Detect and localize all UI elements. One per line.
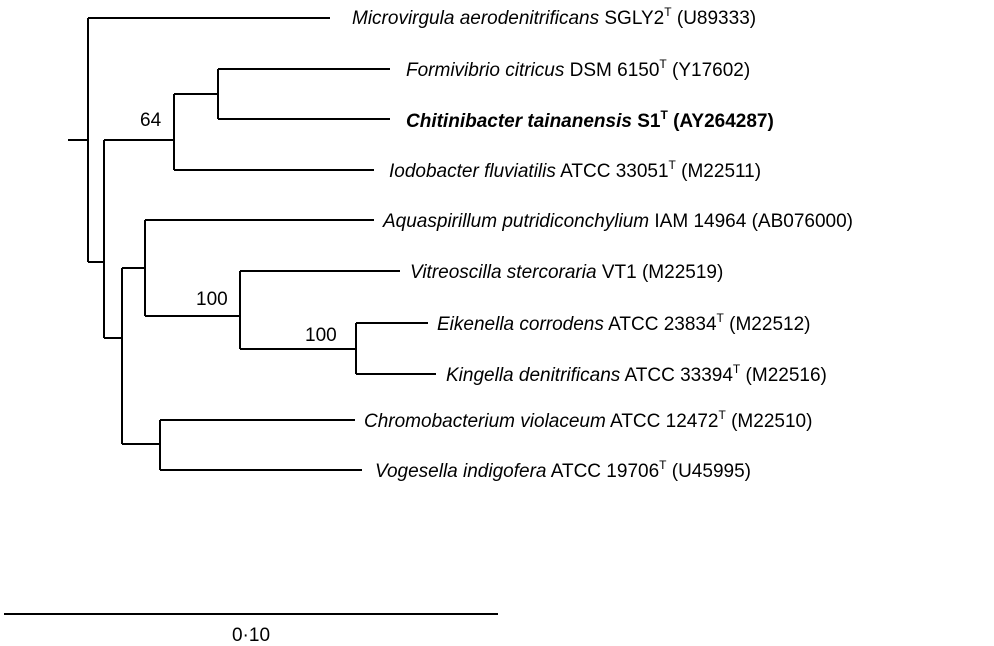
strain-name: ATCC 19706 [546, 461, 659, 482]
type-strain-marker: T [669, 158, 677, 172]
strain-name: SGLY2 [599, 8, 664, 29]
type-strain-marker: T [733, 362, 741, 376]
species-name: Chitinibacter tainanensis [406, 111, 632, 132]
strain-name: ATCC 33051 [556, 161, 669, 182]
bootstrap-64: 64 [140, 110, 162, 131]
strain-name: ATCC 23834 [604, 314, 717, 335]
scale-bar-label: 0·10 [232, 625, 270, 646]
taxon-label-kingella: Kingella denitrificans ATCC 33394T (M225… [446, 362, 827, 386]
accession-number: (AY264287) [668, 111, 774, 132]
strain-name: IAM 14964 [649, 211, 747, 232]
accession-number: (M22512) [724, 314, 811, 335]
type-strain-marker: T [659, 458, 667, 472]
taxon-label-eikenella: Eikenella corrodens ATCC 23834T (M22512) [437, 311, 810, 335]
accession-number: (U45995) [666, 461, 751, 482]
taxon-label-vogesella: Vogesella indigofera ATCC 19706T (U45995… [375, 458, 751, 482]
type-strain-marker: T [664, 5, 672, 19]
accession-number: (Y17602) [667, 60, 750, 81]
taxon-label-microvirgula: Microvirgula aerodenitrificans SGLY2T (U… [352, 5, 756, 29]
species-name: Vogesella indigofera [375, 461, 546, 482]
species-name: Kingella denitrificans [446, 365, 621, 386]
taxon-label-aquaspirillum: Aquaspirillum putridiconchylium IAM 1496… [382, 211, 853, 232]
species-name: Aquaspirillum putridiconchylium [382, 211, 649, 232]
species-name: Formivibrio citricus [406, 60, 565, 81]
type-strain-marker: T [659, 57, 667, 71]
strain-name: ATCC 12472 [606, 411, 719, 432]
bootstrap-100-vitreoscilla-node: 100 [196, 289, 228, 310]
bootstrap-100-eikenella-node: 100 [305, 325, 337, 346]
species-name: Microvirgula aerodenitrificans [352, 8, 600, 29]
strain-name: ATCC 33394 [620, 365, 733, 386]
type-strain-marker: T [718, 408, 726, 422]
taxon-labels: Microvirgula aerodenitrificans SGLY2T (U… [352, 5, 853, 482]
species-name: Iodobacter fluviatilis [389, 161, 556, 182]
strain-name: VT1 [597, 262, 637, 283]
strain-name: DSM 6150 [564, 60, 659, 81]
type-strain-marker: T [660, 108, 668, 122]
accession-number: (M22510) [726, 411, 813, 432]
taxon-label-formivibrio: Formivibrio citricus DSM 6150T (Y17602) [406, 57, 750, 81]
species-name: Chromobacterium violaceum [364, 411, 606, 432]
accession-number: (M22511) [676, 161, 761, 182]
taxon-label-vitreoscilla: Vitreoscilla stercoraria VT1 (M22519) [410, 262, 723, 283]
taxon-label-chitinibacter: Chitinibacter tainanensis S1T (AY264287) [406, 108, 774, 132]
tree-branches [68, 17, 436, 471]
species-name: Eikenella corrodens [437, 314, 604, 335]
taxon-label-chromobacterium: Chromobacterium violaceum ATCC 12472T (M… [364, 408, 812, 432]
accession-number: (M22519) [637, 262, 724, 283]
strain-name: S1 [632, 111, 661, 132]
species-name: Vitreoscilla stercoraria [410, 262, 597, 283]
taxon-label-iodobacter: Iodobacter fluviatilis ATCC 33051T (M225… [389, 158, 761, 182]
accession-number: (M22516) [740, 365, 827, 386]
accession-number: (AB076000) [746, 211, 853, 232]
accession-number: (U89333) [672, 8, 757, 29]
type-strain-marker: T [717, 311, 725, 325]
